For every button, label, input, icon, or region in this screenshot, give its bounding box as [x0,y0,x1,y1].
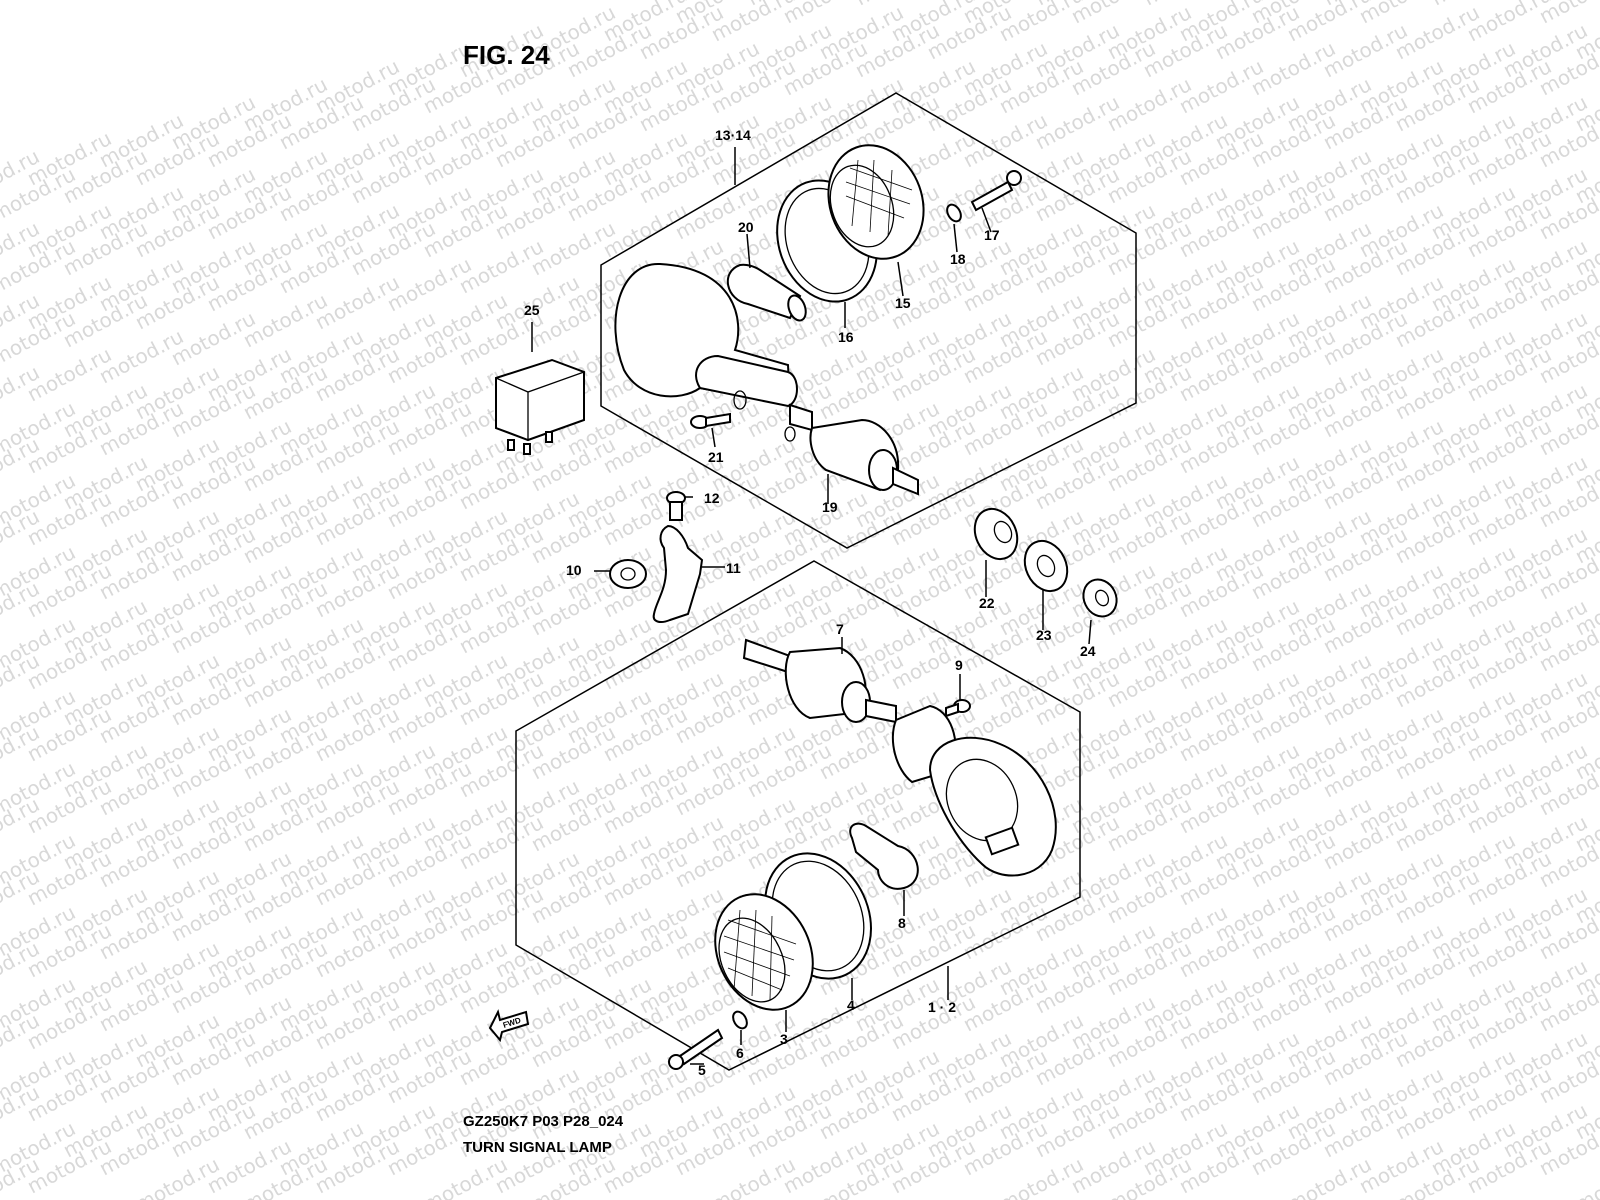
stay-7 [742,638,897,724]
figure-title: FIG. 24 [463,40,550,70]
callout-17: 17 [984,227,1000,243]
callout-4: 4 [847,997,855,1013]
callout-16: 16 [838,329,854,345]
screw-9 [945,699,971,718]
forward-direction-arrow: FWD [488,1009,530,1043]
callout-11: 11 [726,560,741,576]
bulb-20 [726,263,807,322]
nut-24 [1082,578,1118,618]
lens-3 [714,893,814,1011]
lens-15 [827,144,925,260]
callout-6: 6 [736,1045,744,1061]
callout-12: 12 [704,490,720,506]
lower-assembly-outline [515,560,1081,1071]
leader-lines [531,147,1092,1065]
washer-18 [946,203,962,223]
screw-17 [970,170,1022,212]
stay-connector-19 [784,418,919,496]
callout-24: 24 [1080,643,1096,659]
callout-19: 19 [822,499,838,515]
callout-9: 9 [955,657,963,673]
grommet-22 [973,507,1019,561]
front-turn-signal-housing [891,704,1057,877]
nut-10 [609,559,647,589]
rear-turn-signal-housing [614,262,813,432]
callout-13-14: 13·14 [715,127,751,143]
callout-20: 20 [738,219,754,235]
callout-8: 8 [898,915,906,931]
callout-1-2: 1 · 2 [928,999,956,1015]
callout-22: 22 [979,595,995,611]
bulb-8 [849,822,919,890]
bracket-11 [652,524,704,623]
callout-25: 25 [524,302,540,318]
relay-25 [495,358,585,455]
screw-21 [690,412,731,429]
bolt-12 [666,491,686,521]
upper-assembly-outline [600,92,1137,549]
callout-7: 7 [836,621,844,637]
washer-6 [732,1010,748,1030]
washer-23 [1023,539,1069,593]
callout-23: 23 [1036,627,1052,643]
screw-5 [668,1028,724,1070]
callout-18: 18 [950,251,966,267]
callout-10: 10 [566,562,582,578]
callout-5: 5 [698,1062,706,1078]
callout-21: 21 [708,449,724,465]
figure-code: GZ250K7 P03 P28_024 [463,1113,624,1130]
callout-15: 15 [895,295,911,311]
callout-3: 3 [780,1031,788,1047]
figure-name: TURN SIGNAL LAMP [463,1139,612,1156]
